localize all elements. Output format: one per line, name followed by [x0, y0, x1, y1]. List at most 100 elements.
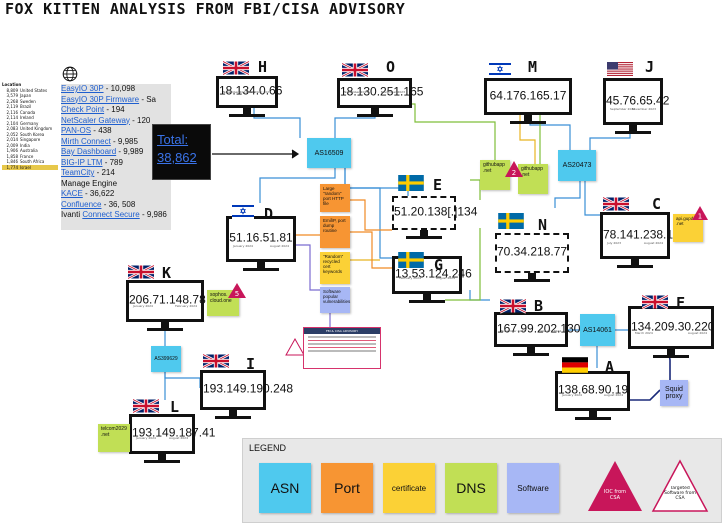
ip-address: 193.149.187.41	[132, 425, 216, 440]
ip-address: 193.149.190.248	[203, 381, 294, 396]
monitor-stand	[617, 259, 653, 268]
monitor-stand	[229, 108, 265, 117]
node-label-g: G	[434, 256, 444, 274]
globe-icon	[62, 66, 78, 82]
node-label-m: M	[528, 58, 538, 76]
wire-m-cert	[519, 111, 536, 165]
ip-address: 18.134.0.66	[219, 83, 283, 98]
wire-d-soft	[295, 244, 320, 291]
ip-address: 70.34.218.77	[497, 244, 568, 259]
server-node-n[interactable]: 70.34.218.77	[495, 233, 569, 282]
targeted-software-triangle	[285, 338, 305, 356]
legend-software: Software	[507, 463, 559, 513]
wire-as16509-d	[259, 168, 336, 203]
total-box[interactable]: Total: 38,862	[152, 124, 211, 180]
monitor-screen: 64.176.165.17	[484, 78, 572, 115]
tool-item[interactable]: Ivanti Connect Secure - 9,986	[61, 210, 167, 219]
tool-item[interactable]: BIG-IP LTM - 789	[61, 157, 123, 167]
tool-item[interactable]: Manage Engine	[61, 178, 118, 188]
monitor-stand	[356, 108, 393, 117]
tool-item[interactable]: NetScaler Gateway - 120	[61, 115, 151, 125]
flag-se-icon	[398, 175, 424, 191]
tool-item[interactable]: Mirth Connect - 9,985	[61, 136, 138, 146]
first-seen-date: January 2024	[136, 436, 156, 440]
monitor-stand	[513, 347, 549, 356]
tool-item[interactable]: KACE - 36,622	[61, 189, 115, 198]
flag-uk-icon	[342, 62, 368, 78]
flag-uk-icon	[500, 298, 526, 314]
server-node-m[interactable]: 64.176.165.17	[484, 78, 572, 124]
first-seen-date: January 2024	[133, 304, 153, 308]
server-node-e[interactable]: 51.20.138[.]134	[392, 196, 477, 239]
last-seen-date: August 2024	[603, 393, 623, 397]
asn-as20473: AS20473	[558, 150, 596, 181]
monitor-stand	[615, 125, 651, 134]
wire-as20473-n	[554, 181, 581, 208]
monitor-stand	[147, 322, 183, 331]
first-seen-date: November 2023	[501, 329, 526, 333]
server-node-i[interactable]: 193.149.190.248	[200, 370, 294, 419]
tool-item[interactable]: EasyIO 30P Firmware - Sa	[61, 94, 157, 104]
dns-note-githubapp-1: githubapp .net	[480, 160, 510, 190]
last-seen-date: August 2024	[269, 244, 289, 248]
monitor-stand	[510, 115, 546, 124]
ip-address: 13.53.124.246	[395, 266, 472, 281]
legend-ioc-triangle: IOC from CSA	[588, 461, 642, 511]
svg-text:1: 1	[698, 213, 702, 221]
node-label-a: A	[605, 358, 615, 376]
tool-item[interactable]: Bay Dashboard - 9,989	[61, 147, 144, 156]
port-note-dump: Emil\P, port dump routine	[320, 216, 350, 248]
tool-item[interactable]: PAN-OS - 438	[61, 126, 112, 135]
flag-il-icon	[487, 61, 513, 77]
flag-il-icon	[230, 203, 256, 219]
node-label-d: D	[264, 205, 274, 223]
ip-address: 64.176.165.17	[489, 88, 567, 103]
node-label-e: E	[433, 176, 443, 194]
monitor-stand	[144, 454, 180, 463]
first-seen-date: July 2023	[607, 241, 621, 245]
dns-note-telcom: telcom2029 .net	[98, 424, 130, 452]
tool-item[interactable]: EasyIO 30P - 10,098	[61, 84, 136, 93]
monitor-stand	[653, 349, 689, 358]
ip-address: 206.71.148.78	[129, 292, 206, 307]
svg-text:2: 2	[512, 169, 516, 177]
tool-item[interactable]: Check Point - 194	[61, 105, 125, 114]
legend-title: LEGEND	[249, 443, 287, 453]
ioc-triangle-api: 1	[692, 206, 708, 220]
legend-asn: ASN	[259, 463, 311, 513]
last-seen-date: February 2024	[175, 304, 197, 308]
tool-item[interactable]: TeamCity - 214	[61, 168, 115, 177]
monitor-stand	[215, 410, 251, 419]
ip-address: 138.68.90.19	[558, 382, 629, 397]
ip-address: 45.76.65.42	[606, 93, 670, 108]
first-seen-date: March 2024	[635, 331, 653, 335]
first-seen-date: January 2024	[233, 244, 253, 248]
advisory-document[interactable]: FBI & CISA ADVISORY	[303, 327, 381, 369]
monitor-screen: 193.149.190.248	[200, 370, 294, 410]
flag-de-icon	[562, 357, 588, 373]
tool-item[interactable]: Confluence - 36, 508	[61, 199, 136, 209]
node-label-n: N	[538, 216, 548, 234]
